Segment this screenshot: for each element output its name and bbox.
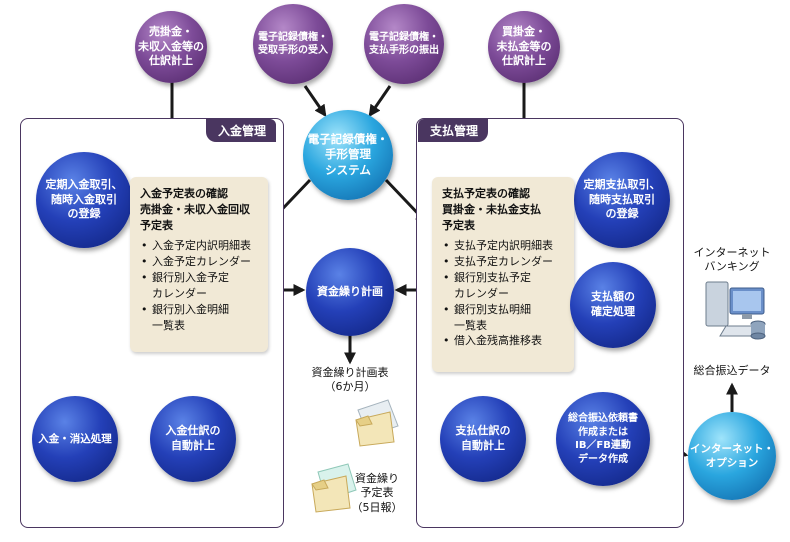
- pay-confirm-circle: 支払額の 確定処理: [570, 262, 656, 348]
- plan-doc-label: 資金繰り計画表 （6か月）: [311, 366, 389, 394]
- in-management-label: 入金管理: [206, 119, 277, 142]
- out-schedule-box: 支払予定表の確認 買掛金・未払金支払 予定表 支払予定内訳明細表 支払予定カレン…: [432, 177, 574, 372]
- arrow-receipt-to-system: [303, 85, 327, 117]
- in-item-3: 銀行別入金予定 カレンダー: [140, 270, 258, 302]
- daily-document-icon: [311, 463, 357, 513]
- out-management-label: 支払管理: [418, 119, 489, 142]
- in-clear-circle: 入金・消込処理: [32, 396, 118, 482]
- internet-option-circle: インターネット・ オプション: [688, 412, 776, 500]
- out-item-3: 銀行別支払予定 カレンダー: [442, 270, 564, 302]
- arrow-issue-to-system: [368, 85, 392, 117]
- erec-system-circle: 電子記録債権・ 手形管理 システム: [303, 110, 393, 200]
- erec-issue-circle: 電子記録債権・ 支払手形の振出: [364, 4, 444, 84]
- in-schedule-box: 入金予定表の確認 売掛金・未収入金回収 予定表 入金予定内訳明細表 入金予定カレ…: [130, 177, 268, 352]
- in-journal-circle: 入金仕訳の 自動計上: [150, 396, 236, 482]
- daily-doc-label: 資金繰り 予定表 （5日報）: [351, 472, 403, 514]
- in-item-4: 銀行別入金明細 一覧表: [140, 302, 258, 334]
- transfer-request-circle: 総合振込依頼書 作成または IB／FB連動 データ作成: [556, 392, 650, 486]
- plan-document-icon: [355, 399, 399, 447]
- ar-journal-circle: 売掛金・ 未収入金等の 仕訳計上: [135, 11, 207, 83]
- in-schedule-heading: 入金予定表の確認 売掛金・未収入金回収 予定表: [140, 187, 250, 232]
- in-item-2: 入金予定カレンダー: [140, 254, 258, 270]
- out-item-2: 支払予定カレンダー: [442, 254, 564, 270]
- out-schedule-heading: 支払予定表の確認 買掛金・未払金支払 予定表: [442, 187, 541, 232]
- out-item-5: 借入金残高推移表: [442, 333, 564, 349]
- in-item-1: 入金予定内訳明細表: [140, 238, 258, 254]
- computer-icon: [705, 281, 766, 340]
- erec-receipt-circle: 電子記録債権・ 受取手形の受入: [253, 4, 333, 84]
- ap-journal-circle: 買掛金・ 未払金等の 仕訳計上: [488, 11, 560, 83]
- out-item-4: 銀行別支払明細 一覧表: [442, 302, 564, 334]
- in-regular-circle: 定期入金取引、 随時入金取引 の登録: [36, 152, 132, 248]
- out-regular-circle: 定期支払取引、 随時支払取引 の登録: [574, 152, 670, 248]
- ib-title: インターネット バンキング: [693, 246, 771, 274]
- cash-plan-circle: 資金繰り計画: [306, 248, 394, 336]
- out-item-1: 支払予定内訳明細表: [442, 238, 564, 254]
- transfer-data-label: 総合振込データ: [693, 364, 771, 377]
- pay-journal-circle: 支払仕訳の 自動計上: [440, 396, 526, 482]
